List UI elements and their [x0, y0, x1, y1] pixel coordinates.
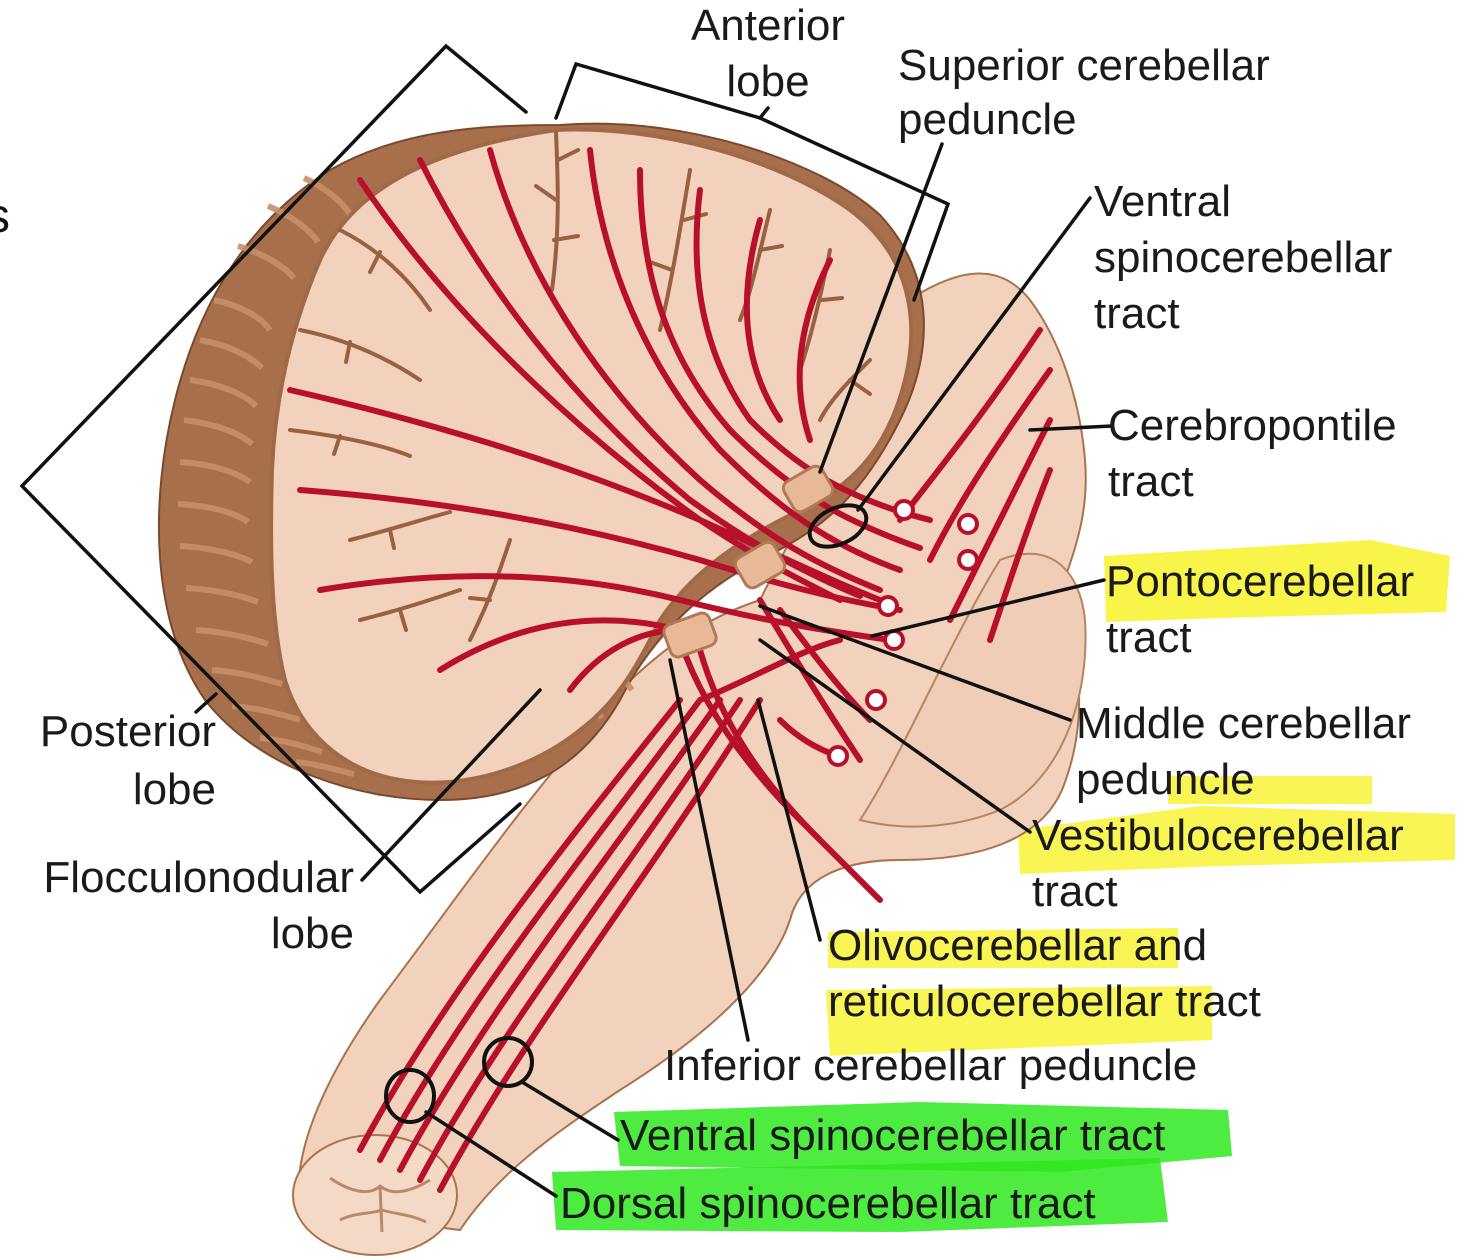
anterior-lobe-label-2: lobe — [726, 57, 809, 106]
middle-cerebellar-peduncle-label-2: peduncle — [1076, 755, 1255, 804]
vestibulocerebellar-label-1: Vestibulocerebellar — [1032, 811, 1404, 860]
vestibulocerebellar-label-2: tract — [1032, 867, 1118, 916]
posterior-lobe-label-1: Posterior — [40, 707, 216, 756]
inferior-cerebellar-peduncle-label: Inferior cerebellar peduncle — [664, 1041, 1197, 1090]
posterior-lobe-label-2: lobe — [133, 765, 216, 814]
cerebropontile-label-2: tract — [1108, 457, 1194, 506]
anterior-lobe-label-1: Anterior — [691, 1, 845, 50]
flocculonodular-lobe-label-1: Flocculonodular — [43, 853, 354, 902]
ventral-spinocerebellar-upper-label-1: Ventral — [1094, 177, 1231, 226]
edge-fragment: s — [0, 190, 10, 243]
pontocerebellar-label-2: tract — [1106, 613, 1192, 662]
olivocerebellar-label-1: Olivocerebellar and — [828, 921, 1207, 970]
cerebropontile-label-1: Cerebropontile — [1108, 401, 1397, 450]
pontocerebellar-label-1: Pontocerebellar — [1106, 557, 1414, 606]
ventral-spinocerebellar-upper-label-3: tract — [1094, 289, 1180, 338]
middle-cerebellar-peduncle-label-1: Middle cerebellar — [1076, 699, 1411, 748]
olivocerebellar-label-2: reticulocerebellar tract — [828, 977, 1261, 1026]
ventral-spinocerebellar-lower-label: Ventral spinocerebellar tract — [620, 1111, 1165, 1160]
flocculonodular-lobe-label-2: lobe — [271, 909, 354, 958]
dorsal-spinocerebellar-label: Dorsal spinocerebellar tract — [560, 1179, 1096, 1228]
ventral-spinocerebellar-upper-label-2: spinocerebellar — [1094, 233, 1392, 282]
superior-cerebellar-peduncle-label-2: peduncle — [898, 95, 1077, 144]
superior-cerebellar-peduncle-label-1: Superior cerebellar — [898, 41, 1270, 90]
